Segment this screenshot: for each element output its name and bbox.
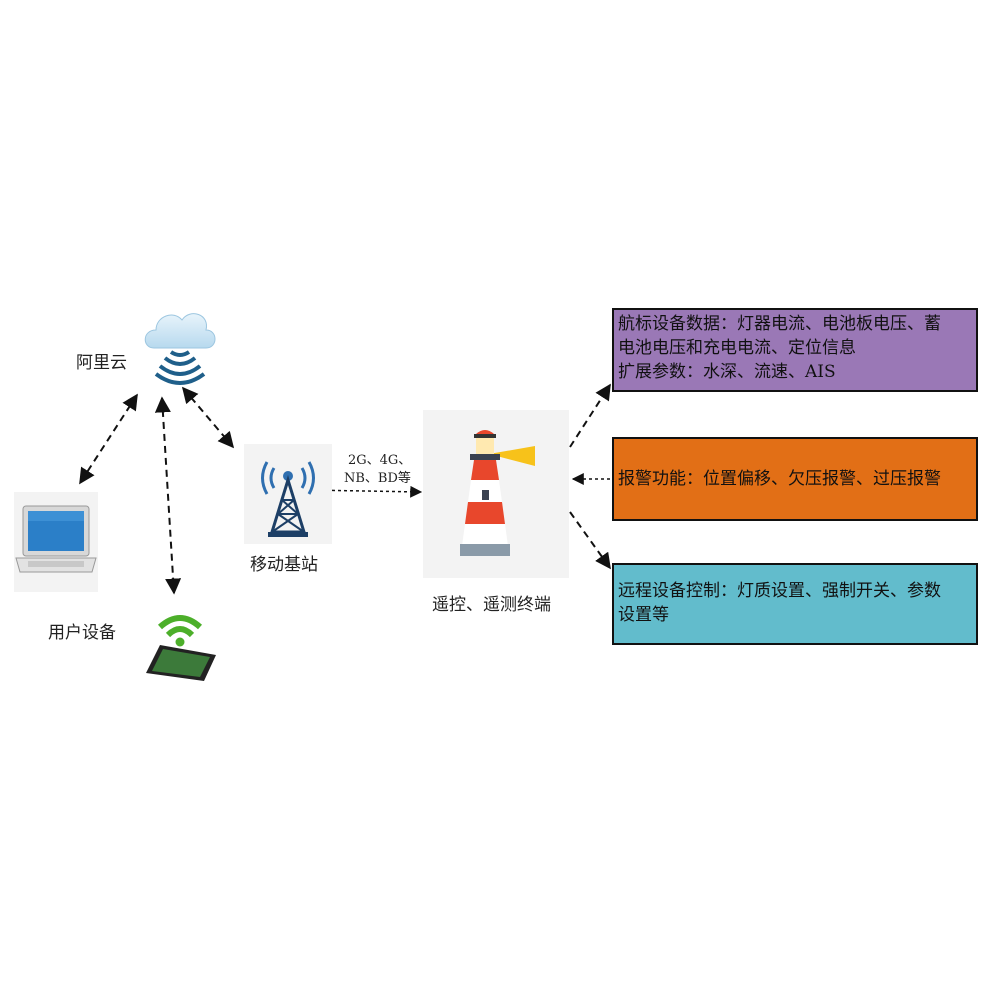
link-label-line1: 2G、4G、 bbox=[348, 453, 412, 468]
lighthouse-icon bbox=[460, 430, 535, 556]
arrow-terminal-control bbox=[569, 511, 611, 570]
cell-tower-icon bbox=[261, 461, 315, 537]
remote-control-box: 远程设备控制：灯质设置、强制开关、参数 设置等 bbox=[612, 563, 978, 645]
arrow-cloud-tower bbox=[181, 386, 235, 449]
arrow-terminal-data bbox=[569, 383, 611, 448]
cloud-label: 阿里云 bbox=[76, 353, 127, 373]
device-data-box: 航标设备数据：灯器电流、电池板电压、蓄 电池电压和充电电流、定位信息 扩展参数：… bbox=[612, 308, 978, 392]
alarm-line-1: 报警功能：位置偏移、欠压报警、过压报警 bbox=[618, 469, 941, 489]
smartphone-icon bbox=[146, 615, 216, 681]
remote-control-line-1: 远程设备控制：灯质设置、强制开关、参数 bbox=[618, 581, 941, 601]
terminal-node bbox=[423, 410, 569, 578]
user-devices-label: 用户设备 bbox=[48, 623, 116, 643]
laptop-icon bbox=[15, 505, 97, 573]
smartphone-node bbox=[140, 595, 220, 683]
link-label-line2: NB、BD等 bbox=[344, 471, 411, 486]
device-data-line-1: 航标设备数据：灯器电流、电池板电压、蓄 bbox=[618, 314, 941, 334]
laptop-node bbox=[14, 492, 98, 592]
cloud-node bbox=[140, 300, 220, 395]
alarm-box: 报警功能：位置偏移、欠压报警、过压报警 bbox=[612, 437, 978, 521]
device-data-line-2: 电池电压和充电电流、定位信息 bbox=[618, 338, 856, 358]
cloud-icon bbox=[144, 313, 216, 385]
device-data-line-3: 扩展参数：水深、流速、AIS bbox=[618, 362, 836, 382]
terminal-label: 遥控、遥测终端 bbox=[432, 595, 551, 615]
base-station-label: 移动基站 bbox=[250, 555, 318, 575]
arrow-cloud-phone bbox=[154, 396, 182, 595]
base-station-node bbox=[244, 444, 332, 544]
arrow-cloud-laptop bbox=[79, 393, 138, 485]
remote-control-line-2: 设置等 bbox=[618, 605, 669, 625]
